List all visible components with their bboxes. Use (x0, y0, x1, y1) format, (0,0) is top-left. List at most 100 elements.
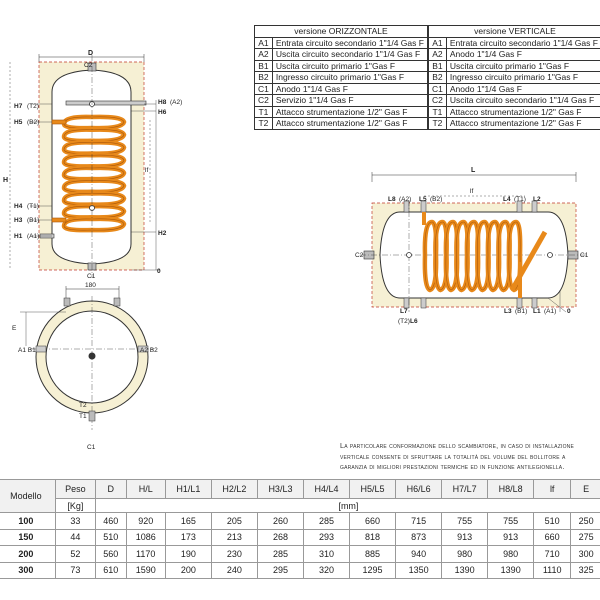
connection-code: B1 (428, 59, 447, 72)
label-l4-t1: (T1) (514, 196, 526, 203)
dimension-cell: 660 (349, 512, 397, 530)
connection-code: B1 (254, 59, 273, 72)
dimension-cell: 310 (302, 545, 351, 563)
dimension-header: H1/L1 (164, 479, 212, 499)
horizontal-boiler-view (360, 172, 586, 313)
dimension-header: H4/L4 (302, 479, 351, 499)
dimension-cell: 285 (256, 545, 304, 563)
label-h-c1: C1 (580, 252, 589, 259)
dimension-header: H6/L6 (395, 479, 443, 499)
connection-desc: Ingresso circuito primario 1"Gas F (445, 71, 600, 84)
dimension-cell: 1350 (395, 561, 443, 579)
label-lf-horizontal: lf (470, 188, 473, 195)
dimension-cell: 52 (54, 545, 96, 563)
dimension-cell: 1086 (125, 528, 166, 546)
dimension-cell: 1295 (349, 561, 397, 579)
dimension-cell: 173 (164, 528, 212, 546)
label-l1-a1: (A1) (544, 308, 556, 315)
dimension-cell: 295 (256, 561, 304, 579)
label-l4: L4 (503, 196, 511, 203)
dimension-cell: 260 (256, 512, 304, 530)
dimension-header: H2/L2 (210, 479, 258, 499)
connection-code: T1 (254, 105, 273, 118)
dimension-header: Modello (0, 479, 56, 513)
label-zero-vertical: 0 (157, 268, 161, 275)
dimension-cell: 510 (533, 512, 572, 530)
dimension-cell: 710 (533, 545, 572, 563)
connection-code: A1 (428, 36, 447, 49)
connection-desc: Attacco strumentazione 1/2" Gas F (445, 105, 600, 118)
dimension-cell: 320 (302, 561, 351, 579)
label-plan-t2: T2 (79, 402, 87, 409)
label-h3: H3 (14, 217, 23, 224)
label-h: H (3, 177, 8, 184)
connection-desc: Entrata circuito secondario 1"1/4 Gas F (271, 36, 428, 49)
label-l2: L2 (533, 196, 541, 203)
dimension-cell: 190 (164, 545, 212, 563)
dimension-cell: 755 (487, 512, 535, 530)
label-l7: L7 (400, 308, 408, 315)
connection-desc: Entrata circuito secondario 1"1/4 Gas F (445, 36, 600, 49)
dimension-cell: 325 (570, 561, 600, 579)
dimension-cell: 268 (256, 528, 304, 546)
dimension-cell: 510 (94, 528, 127, 546)
dimension-cell: 715 (395, 512, 443, 530)
dimension-cell: 940 (395, 545, 443, 563)
connection-desc: Uscita circuito primario 1"Gas F (445, 59, 600, 72)
connection-desc: Uscita circuito secondario 1"1/4 Gas F (271, 48, 428, 61)
label-h4: H4 (14, 203, 23, 210)
dimension-header: H8/L8 (487, 479, 535, 499)
dimension-cell: 818 (349, 528, 397, 546)
dimension-cell: 560 (94, 545, 127, 563)
model-cell: 200 (0, 545, 56, 563)
connection-desc: Uscita circuito secondario 1"1/4 Gas F (445, 94, 600, 107)
label-h7: H7 (14, 103, 23, 110)
connection-code: A2 (428, 48, 447, 61)
label-h1: H1 (14, 233, 23, 240)
dimension-header: H/L (125, 479, 166, 499)
model-cell: 100 (0, 512, 56, 530)
label-h3-b1: (B1) (27, 217, 39, 224)
connection-code: C2 (428, 94, 447, 107)
connection-desc: Ingresso circuito primario 1"Gas F (271, 71, 428, 84)
label-h8-a2: (A2) (170, 99, 182, 106)
model-cell: 150 (0, 528, 56, 546)
dimension-cell: 240 (210, 561, 258, 579)
dimension-cell: 1170 (125, 545, 166, 563)
dimension-cell: 460 (94, 512, 127, 530)
plan-view (20, 286, 154, 430)
connection-code: T2 (428, 117, 447, 130)
connection-desc: Attacco strumentazione 1/2" Gas F (271, 117, 428, 130)
connection-code: C1 (428, 82, 447, 95)
label-l1: L1 (533, 308, 541, 315)
connection-desc: Attacco strumentazione 1/2" Gas F (271, 105, 428, 118)
label-d: D (88, 50, 93, 57)
label-c2: C2 (84, 62, 93, 69)
connection-code: T2 (254, 117, 273, 130)
dimension-cell: 873 (395, 528, 443, 546)
dimension-cell: 920 (125, 512, 166, 530)
dimension-cell: 913 (441, 528, 489, 546)
label-h1-a1: (A1) (27, 233, 39, 240)
dimension-cell: 250 (570, 512, 600, 530)
dimension-header: E (570, 479, 600, 499)
vertical-boiler-view (9, 54, 160, 278)
dimension-header: D (94, 479, 127, 499)
label-l8: L8 (388, 196, 396, 203)
table-horizontal-title: versione ORIZZONTALE (254, 25, 428, 38)
label-l6: L6 (410, 318, 418, 325)
dimension-cell: 610 (94, 561, 127, 579)
dimension-cell: 300 (570, 545, 600, 563)
connection-desc: Servizio 1"1/4 Gas F (271, 94, 428, 107)
